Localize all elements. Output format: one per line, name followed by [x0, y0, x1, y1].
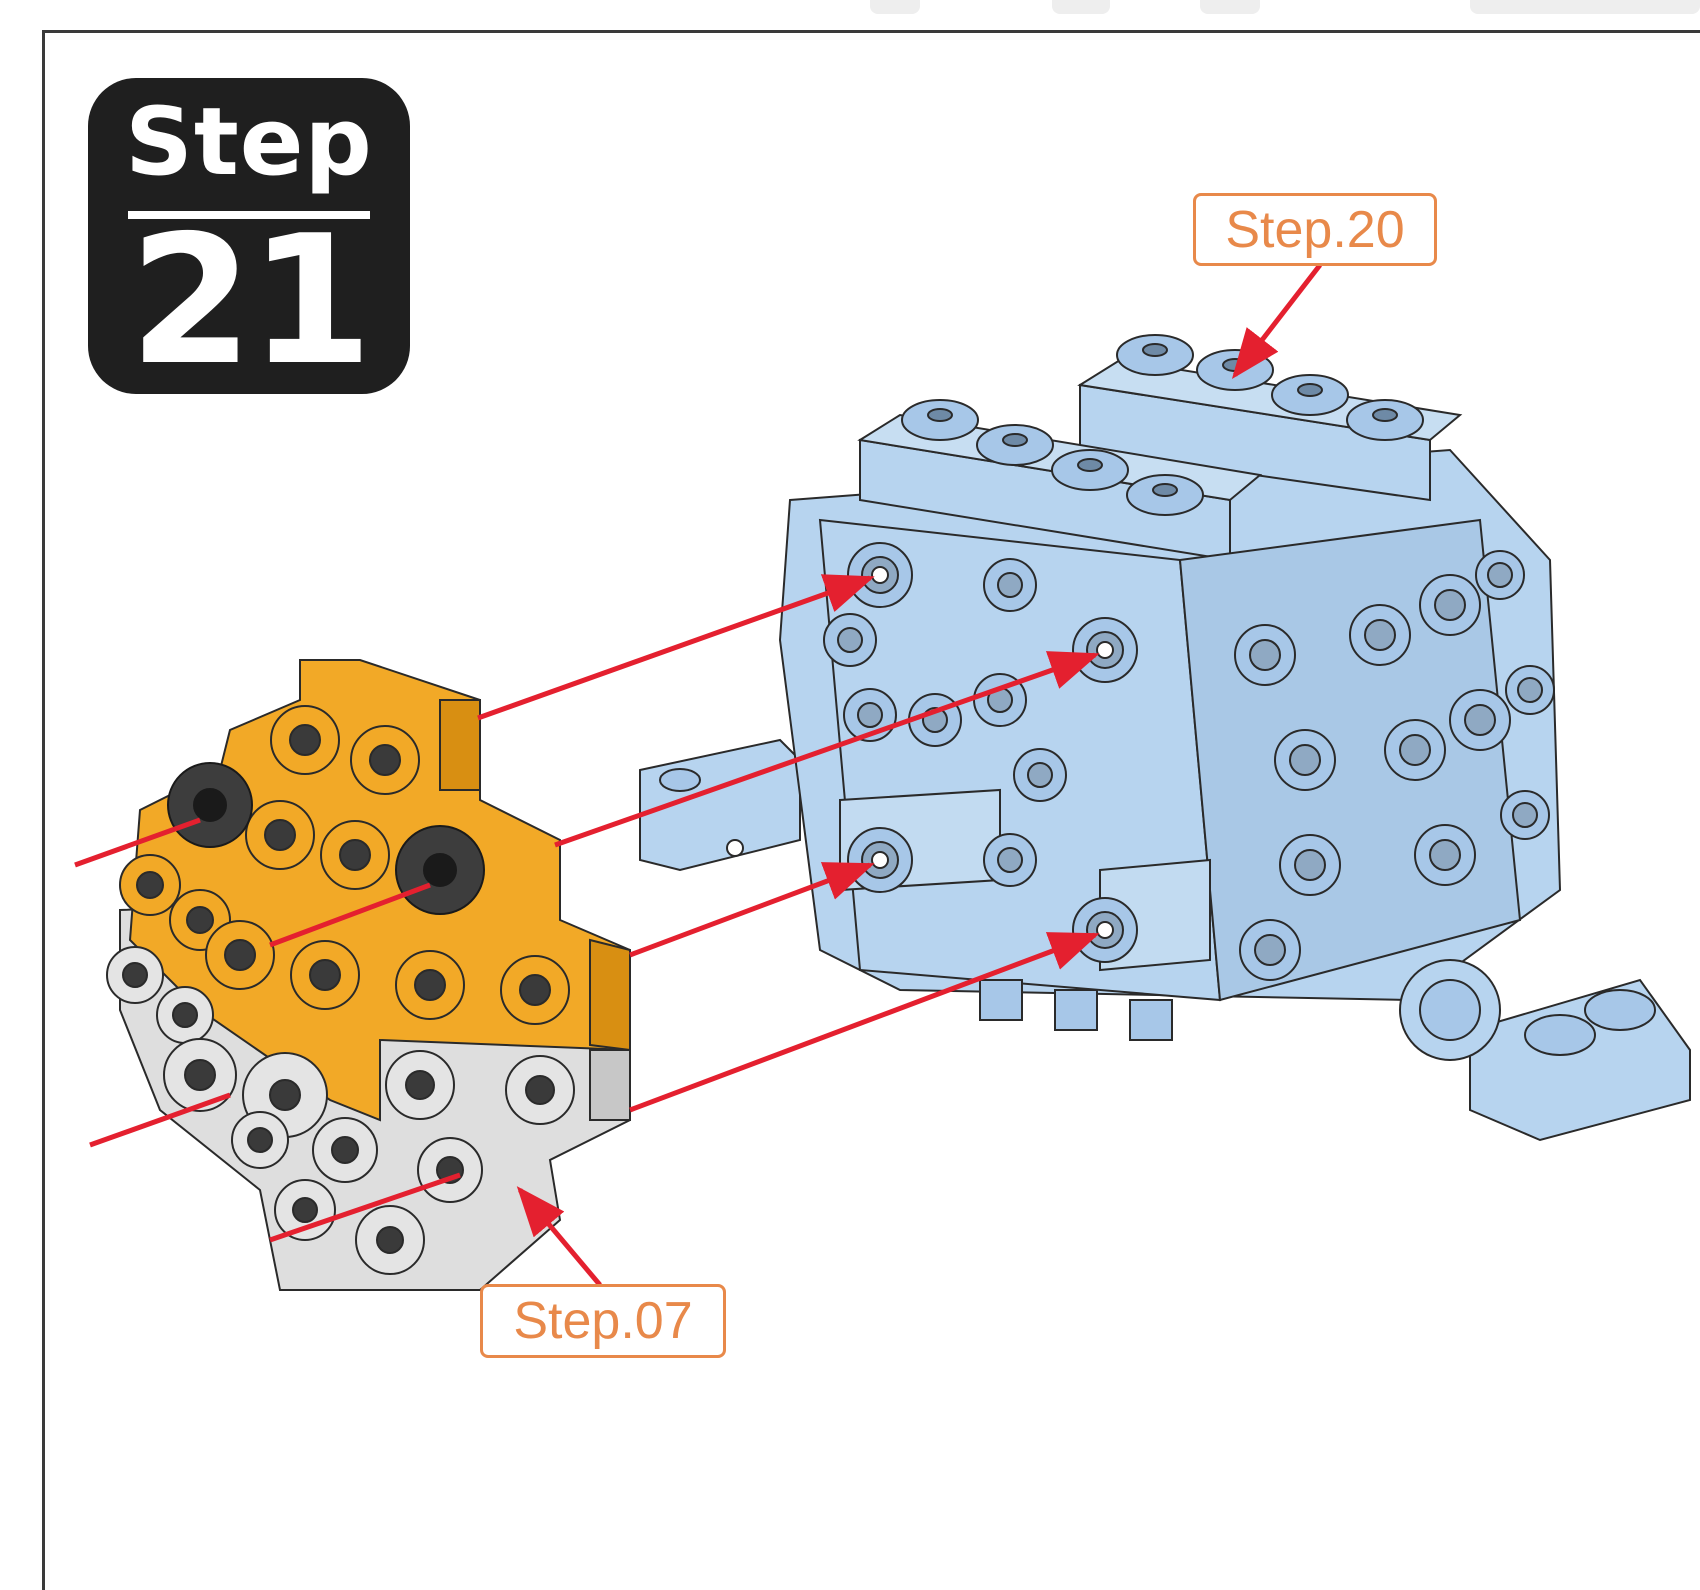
callout-step-07: Step.07	[480, 1284, 726, 1358]
step-badge-divider	[128, 211, 370, 219]
orange-studs	[119, 705, 570, 1025]
assembly-arrows	[74, 263, 1322, 1287]
instruction-frame	[42, 30, 1700, 1590]
white-studs	[106, 946, 575, 1275]
step-badge: Step 21	[88, 78, 410, 394]
page-top-decoration	[1470, 0, 1700, 14]
arrow-center	[269, 882, 431, 948]
arrow-to-blue-1	[477, 574, 875, 721]
arrow-stud-left-1	[74, 817, 201, 868]
callout-step-20: Step.20	[1193, 193, 1437, 266]
page-top-decoration	[1200, 0, 1260, 14]
page-top-decoration	[870, 0, 920, 14]
arrow-stud-left-3	[269, 1172, 461, 1243]
arrow-callout-bottom	[516, 1186, 602, 1287]
arrow-to-blue-4	[629, 932, 1100, 1113]
step-badge-word: Step	[125, 88, 373, 197]
arrow-callout-top	[1231, 263, 1322, 379]
arrow-stud-left-2	[89, 1092, 231, 1148]
step-badge-number: 21	[129, 197, 373, 404]
blue-right-foot	[1469, 978, 1691, 1142]
arrow-to-blue-3	[629, 862, 875, 958]
page-top-decoration	[1052, 0, 1110, 14]
arrow-to-blue-2	[554, 651, 1100, 848]
